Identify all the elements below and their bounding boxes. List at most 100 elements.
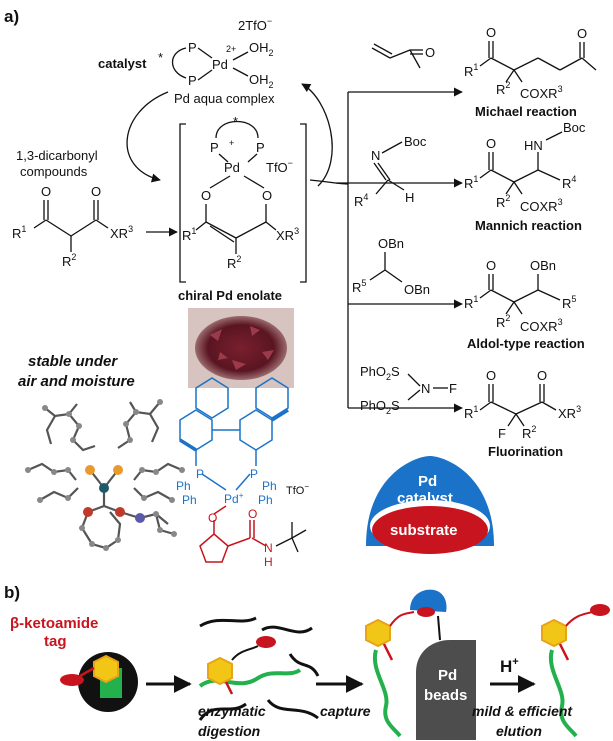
tag-line2: tag [44, 633, 67, 650]
stable-line1: stable under [28, 353, 118, 370]
svg-text:N: N [371, 148, 380, 163]
eluted-peptide [541, 604, 610, 738]
svg-text:R2: R2 [496, 193, 510, 210]
svg-text:R5: R5 [352, 278, 366, 295]
stable-line2: air and moisture [18, 373, 135, 390]
svg-text:O: O [486, 136, 496, 151]
svg-text:R2: R2 [227, 254, 241, 271]
chiral-pd-enolate: * P P + Pd TfO− O O R1 XR3 R2 chiral Pd … [178, 114, 307, 303]
svg-text:OBn: OBn [530, 258, 556, 273]
svg-text:R4: R4 [562, 174, 576, 191]
acid-label: H+ [500, 656, 519, 676]
svg-text:N: N [421, 381, 430, 396]
svg-text:COXR3: COXR3 [520, 317, 563, 334]
svg-text:R1: R1 [464, 62, 478, 79]
aldol-name: Aldol-type reaction [467, 336, 585, 351]
svg-text:OBn: OBn [378, 236, 404, 251]
dicarbonyl-substrate: 1,3-dicarbonyl compounds O O R1 XR3 R2 [12, 148, 133, 269]
svg-text:R2: R2 [496, 80, 510, 97]
catalyst-caption: Pd aqua complex [174, 91, 275, 106]
svg-text:P: P [256, 140, 265, 155]
svg-text:R1: R1 [12, 224, 26, 241]
tagged-protein [60, 652, 138, 712]
step-digestion: digestion [198, 723, 260, 739]
svg-text:O: O [486, 25, 496, 40]
catalyst-pd: Pd [212, 57, 228, 72]
svg-text:*: * [233, 114, 238, 129]
svg-text:compounds: compounds [20, 164, 88, 179]
svg-text:O: O [577, 26, 587, 41]
svg-text:XR3: XR3 [276, 226, 299, 243]
binding-model: Pd catalyst substrate [366, 456, 494, 554]
svg-text:F: F [449, 381, 457, 396]
svg-text:R2: R2 [62, 252, 76, 269]
svg-text:P: P [210, 140, 219, 155]
cycle-arrow-right [301, 83, 333, 187]
svg-text:Boc: Boc [563, 120, 586, 135]
product-aldol: O OBn R1 R5 R2 COXR3 Aldol-type reaction [464, 258, 585, 351]
svg-text:O: O [486, 368, 496, 383]
svg-text:P: P [250, 467, 258, 481]
svg-text:COXR3: COXR3 [520, 197, 563, 214]
svg-text:Ph: Ph [176, 479, 191, 493]
svg-text:Ph: Ph [258, 493, 273, 507]
svg-text:R5: R5 [562, 294, 576, 311]
svg-text:TfO−: TfO− [286, 482, 309, 497]
svg-text:R1: R1 [464, 174, 478, 191]
catalyst-backbone [171, 47, 187, 79]
svg-text:O: O [208, 511, 217, 525]
svg-text:O: O [248, 507, 257, 521]
mannich-name: Mannich reaction [475, 218, 582, 233]
michael-name: Michael reaction [475, 104, 577, 119]
svg-text:1,3-dicarbonyl: 1,3-dicarbonyl [16, 148, 98, 163]
svg-text:Pd: Pd [224, 160, 240, 175]
catalyst-structure: Ph Ph P P Ph Ph Pd+ TfO− O O N H [176, 377, 309, 569]
product-michael: O O R1 R2 COXR3 Michael reaction [464, 25, 597, 119]
catalyst-counterion: 2TfO− [238, 16, 272, 33]
svg-text:PhO2S: PhO2S [360, 364, 400, 382]
svg-text:Pd: Pd [438, 667, 457, 684]
svg-text:R1: R1 [464, 404, 478, 421]
svg-text:R2: R2 [522, 424, 536, 441]
crystal-structure [25, 399, 185, 551]
svg-text:PhO2S: PhO2S [360, 398, 400, 416]
catalyst-oh2-1: OH2 [249, 40, 274, 58]
panel-b-label: b) [4, 583, 20, 602]
step-enzymatic: enzymatic [198, 703, 266, 719]
crystal-photo [188, 308, 294, 388]
catalyst-label: catalyst [98, 56, 147, 71]
svg-text:+: + [229, 138, 234, 148]
svg-text:Ph: Ph [182, 493, 197, 507]
step-mild: mild & efficient [472, 703, 573, 719]
svg-text:COXR3: COXR3 [520, 84, 563, 101]
svg-text:OBn: OBn [404, 282, 430, 297]
tag-line1: β-ketoamide [10, 615, 98, 632]
catalyst-p2: P [188, 73, 197, 88]
svg-text:catalyst: catalyst [397, 490, 453, 507]
reagent-nfsi: PhO2S PhO2S N F [360, 364, 457, 416]
svg-text:TfO−: TfO− [266, 158, 293, 175]
digested-peptides [198, 616, 320, 721]
svg-text:R2: R2 [496, 313, 510, 330]
panel-a-label: a) [4, 7, 19, 26]
reagent-imine: N Boc R4 H [354, 134, 427, 209]
svg-text:R1: R1 [464, 294, 478, 311]
svg-text:O: O [486, 258, 496, 273]
svg-text:XR3: XR3 [558, 404, 581, 421]
product-mannich: O HN Boc R1 R4 R2 COXR3 Mannich reaction [464, 120, 586, 233]
svg-text:O: O [91, 184, 101, 199]
step-elution: elution [496, 723, 542, 739]
svg-text:P: P [196, 467, 204, 481]
svg-text:beads: beads [424, 687, 467, 704]
catalyst-oh2-2: OH2 [249, 72, 274, 90]
svg-text:F: F [498, 426, 506, 441]
svg-text:R1: R1 [182, 226, 196, 243]
svg-text:HN: HN [524, 138, 543, 153]
catalyst-charge: 2+ [226, 44, 236, 54]
svg-text:O: O [537, 368, 547, 383]
reagent-mvk: O [371, 43, 435, 69]
svg-text:XR3: XR3 [110, 224, 133, 241]
svg-text:Boc: Boc [404, 134, 427, 149]
svg-text:O: O [41, 184, 51, 199]
